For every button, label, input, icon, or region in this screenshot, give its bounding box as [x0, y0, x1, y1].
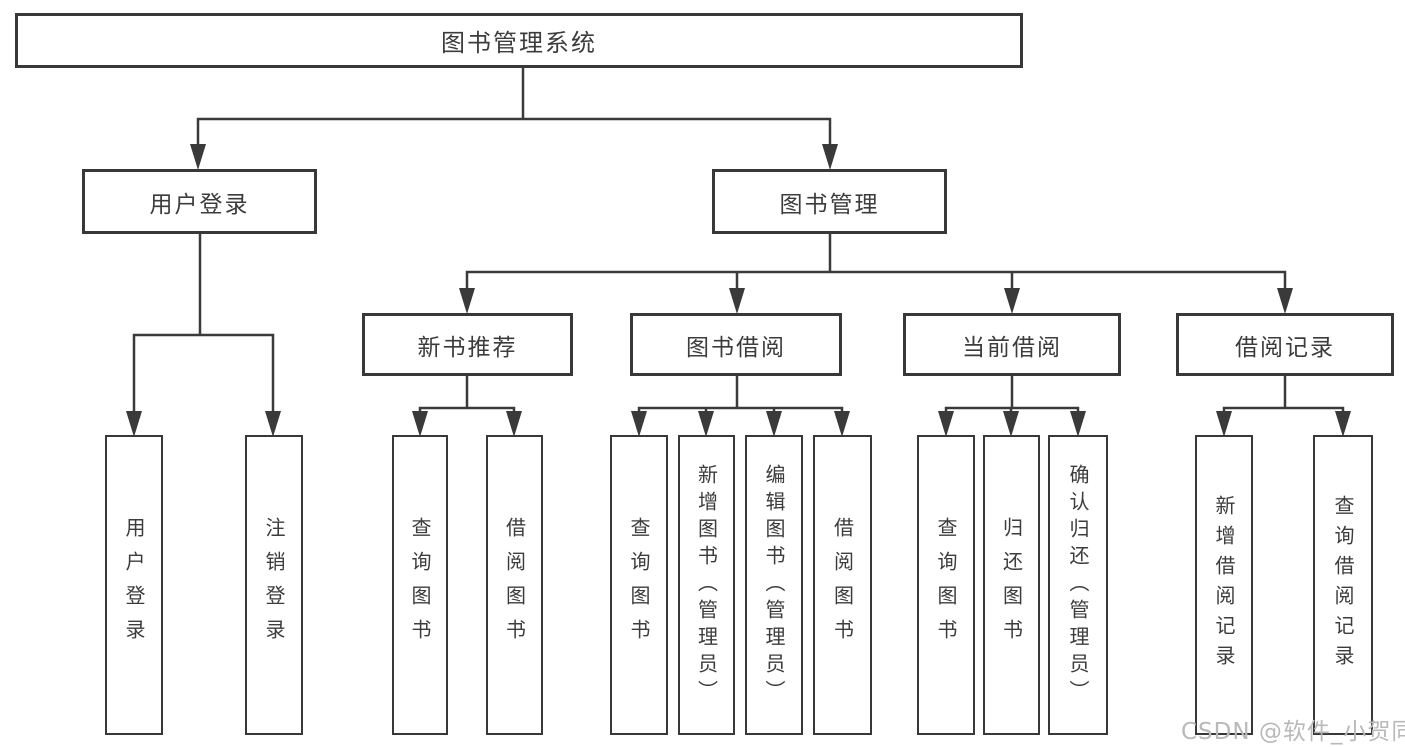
node-label: 用户登录: [122, 517, 146, 653]
node-label: 归还图书: [999, 517, 1024, 653]
node-label: 查询图书: [408, 517, 432, 653]
tree-edges: [132, 66, 1345, 415]
arrow-down-icon: [1003, 411, 1019, 437]
node-label: 借阅图书: [830, 517, 855, 653]
arrow-down-icon: [412, 411, 428, 437]
node-leaf-confirm-return-admin: 确认归还（管理员）: [1048, 435, 1108, 735]
watermark: CSDN @软件_小贺同学: [1181, 719, 1405, 745]
node-label: 新增借阅记录: [1212, 495, 1236, 675]
arrow-down-icon: [766, 411, 782, 437]
node-leaf-borrow-books-2: 借阅图书: [813, 435, 872, 735]
arrow-down-icon: [631, 411, 647, 437]
node-leaf-return-books: 归还图书: [983, 435, 1040, 735]
node-book-management-system: 图书管理系统: [15, 13, 1023, 68]
node-book-management: 图书管理: [712, 169, 947, 234]
arrow-down-icon: [459, 288, 475, 314]
node-leaf-add-books-admin: 新增图书（管理员）: [678, 435, 735, 735]
node-leaf-user-login: 用户登录: [105, 435, 163, 735]
arrow-down-icon: [265, 411, 281, 437]
node-book-borrowing: 图书借阅: [630, 313, 842, 376]
node-leaf-query-books-3: 查询图书: [917, 435, 975, 735]
node-leaf-edit-books-admin: 编辑图书（管理员）: [745, 435, 803, 735]
arrow-down-icon: [1277, 288, 1293, 314]
node-leaf-query-books-2: 查询图书: [610, 435, 668, 735]
arrow-down-icon: [190, 144, 206, 170]
arrow-down-icon: [1004, 288, 1020, 314]
node-label: 确认归还（管理员）: [1066, 463, 1090, 707]
arrow-down-icon: [1070, 411, 1086, 437]
arrowhead-icons: [126, 144, 1351, 437]
node-leaf-borrow-books-1: 借阅图书: [486, 435, 543, 735]
node-borrowing-records: 借阅记录: [1176, 313, 1394, 376]
node-current-borrowing: 当前借阅: [903, 313, 1121, 376]
node-leaf-query-borrow-record: 查询借阅记录: [1313, 435, 1373, 735]
arrow-down-icon: [1335, 411, 1351, 437]
arrow-down-icon: [938, 411, 954, 437]
node-leaf-add-borrow-record: 新增借阅记录: [1195, 435, 1253, 735]
arrow-down-icon: [506, 411, 522, 437]
arrow-down-icon: [1216, 411, 1232, 437]
arrow-down-icon: [834, 411, 850, 437]
node-label: 查询借阅记录: [1331, 495, 1355, 675]
node-label: 查询图书: [627, 517, 651, 653]
node-label: 编辑图书（管理员）: [762, 463, 786, 707]
arrow-down-icon: [729, 288, 745, 314]
arrow-down-icon: [698, 411, 714, 437]
node-label: 查询图书: [934, 517, 958, 653]
node-new-book-recommend: 新书推荐: [362, 313, 573, 376]
node-label: 注销登录: [262, 517, 286, 653]
node-leaf-logout: 注销登录: [245, 435, 303, 735]
node-leaf-query-books-1: 查询图书: [392, 435, 448, 735]
arrow-down-icon: [126, 411, 142, 437]
arrow-down-icon: [822, 144, 838, 170]
node-label: 借阅图书: [502, 517, 527, 653]
node-user-login: 用户登录: [82, 169, 317, 234]
node-label: 新增图书（管理员）: [694, 463, 719, 707]
